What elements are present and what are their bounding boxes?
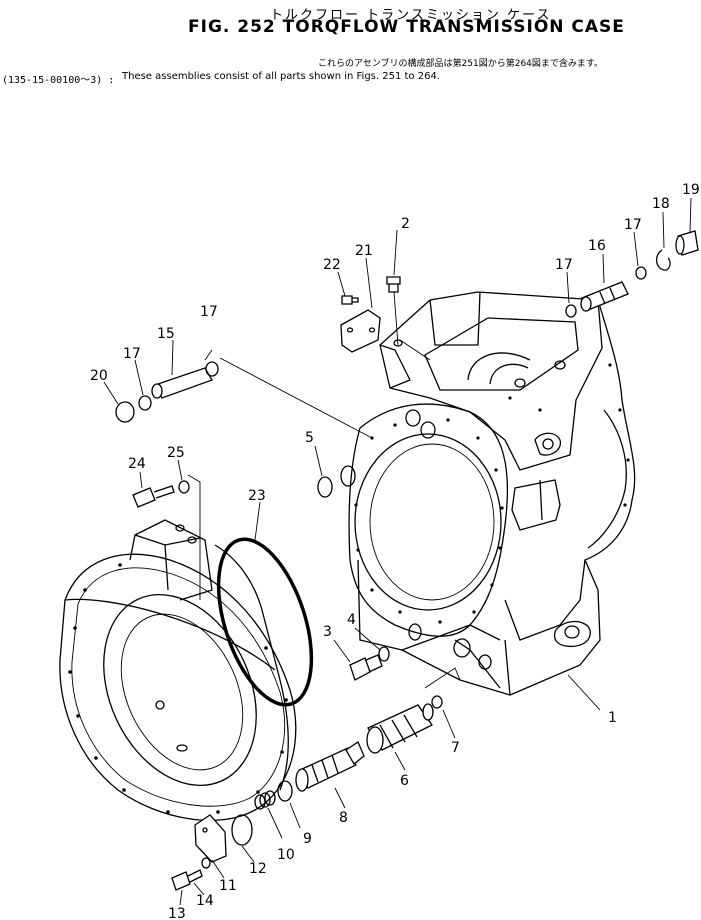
callout-10: 10 [277,847,295,863]
seal-ring-part-20 [115,401,135,423]
callout-13: 13 [168,906,186,920]
figure-title: FIG. 252 TORQFLOW TRANSMISSION CASE [188,17,625,37]
callout-9: 9 [303,831,312,847]
plug-part-2 [386,276,401,293]
callout-6: 6 [400,773,409,789]
o-ring-part-17-right [205,361,219,377]
callout-8: 8 [339,810,348,826]
callout-21: 21 [355,243,373,259]
washer-part-14 [201,857,211,869]
callout-15: 15 [157,326,175,342]
sleeve-part-19 [675,230,699,256]
cover-part-11 [194,814,227,863]
valve-part-8 [295,741,365,792]
gasket-part-12 [231,814,253,846]
pipe-part-15 [151,367,213,399]
element-part-6 [366,703,434,754]
callout-18: 18 [652,196,670,212]
leader-lines [103,197,692,906]
o-ring-part-5 [317,476,333,498]
screw-part-22 [341,295,359,305]
serial-reference: (135-15-00100～3) : [2,75,115,86]
o-ring-part-7 [431,695,443,709]
callout-3: 3 [323,624,332,640]
o-ring-part-17-upper-right [635,266,647,280]
callout-24: 24 [128,456,146,472]
snap-ring-part-18 [655,249,671,271]
callout-17-a: 17 [200,304,218,320]
assembly-note-english: These assemblies consist of all parts sh… [122,71,440,82]
callout-12: 12 [249,861,267,877]
o-ring-part-4 [378,646,390,662]
callout-2: 2 [401,216,410,232]
pipe-part-16 [580,281,629,312]
callout-19: 19 [682,182,700,198]
callout-16: 16 [588,238,606,254]
o-ring-part-9 [277,780,293,802]
spring-part-10 [254,790,276,810]
callout-22: 22 [323,257,341,273]
callout-5: 5 [305,430,314,446]
callout-23: 23 [248,488,266,504]
callout-11: 11 [219,878,237,894]
callout-20: 20 [90,368,108,384]
washer-part-25 [178,480,190,494]
plug-part-3 [349,654,383,681]
bolt-part-13 [171,869,203,891]
callout-17-d: 17 [624,217,642,233]
callout-17-c: 17 [555,257,573,273]
cover-plate-part-21 [340,309,381,353]
transmission-case-part-1 [340,291,636,696]
callout-7: 7 [451,740,460,756]
o-ring-part-17-upper-left [565,304,577,318]
assembly-note-japanese: これらのアセンブリの構成部品は第251図から第264図まで含みます。 [318,59,604,69]
o-ring-part-17-left [138,395,152,411]
converter-housing [59,519,297,821]
callout-25: 25 [167,445,185,461]
japanese-title: トルクフロー トランスミッション ケース [270,8,552,23]
callout-labels: 1 2 3 4 5 6 7 8 9 10 11 12 13 14 15 16 1… [90,182,700,920]
callout-14: 14 [196,893,214,909]
callout-4: 4 [347,612,356,628]
callout-17-b: 17 [123,346,141,362]
bolt-part-24 [132,485,175,508]
large-o-ring-23 [216,537,314,707]
callout-1: 1 [608,710,617,726]
